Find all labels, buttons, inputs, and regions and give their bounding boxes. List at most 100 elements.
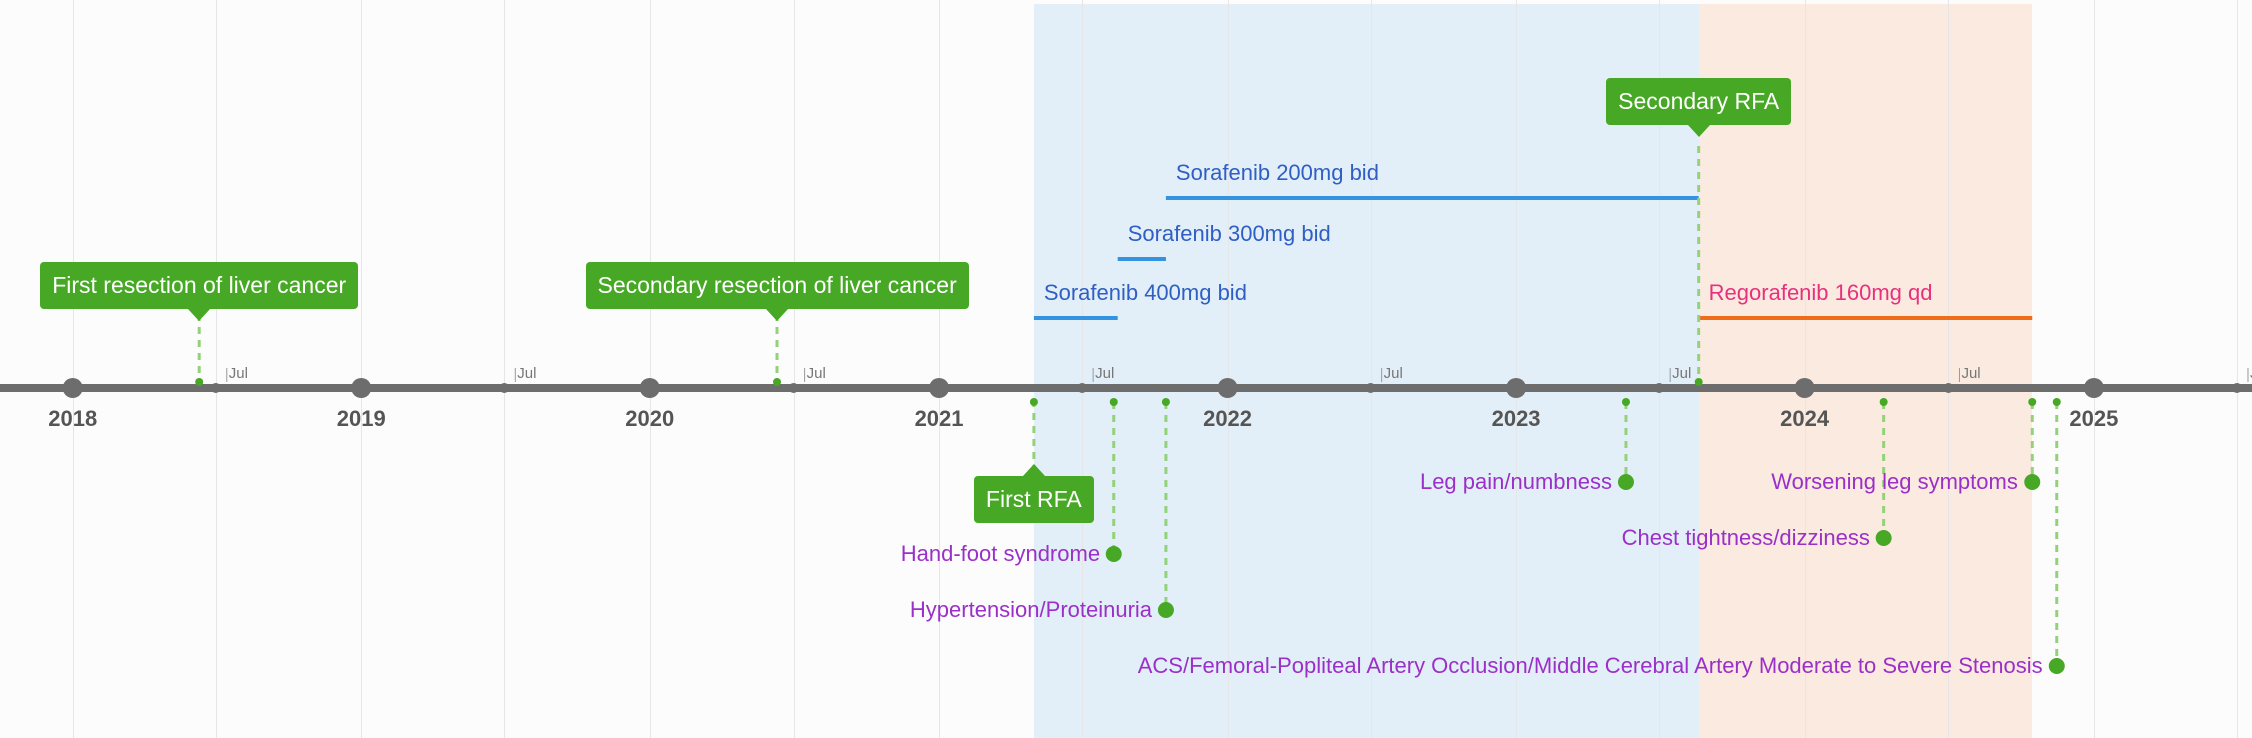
treatment-label: Sorafenib 200mg bid [1175, 160, 1379, 185]
month-tick [334, 385, 339, 391]
month-tick [22, 385, 27, 391]
milestone-box: Secondary RFA [1606, 78, 1792, 137]
treatment-label: Sorafenib 300mg bid [1127, 221, 1331, 246]
milestone-dot [1029, 398, 1038, 406]
mid-year-marker [1365, 383, 1376, 393]
mid-year-label: Jul [1095, 365, 1115, 382]
month-tick [694, 385, 700, 391]
gridline [793, 0, 795, 738]
year-label: 2024 [1780, 406, 1830, 431]
mid-year-marker [210, 383, 221, 393]
month-tick [2138, 385, 2143, 391]
month-tick [1705, 385, 1711, 391]
mid-year-label: Jul [1961, 365, 1981, 382]
milestone-dot [1694, 378, 1703, 386]
milestone-box: Secondary resection of liver cancer [585, 262, 969, 321]
month-tick [286, 385, 291, 391]
month-tick [1007, 385, 1013, 391]
gridline [1370, 0, 1372, 738]
year-label: 2025 [2069, 406, 2119, 431]
year-label: 2020 [625, 406, 675, 431]
month-tick [526, 385, 532, 391]
month-tick [310, 385, 316, 391]
gridline [1659, 0, 1661, 738]
month-tick [1538, 385, 1543, 391]
month-tick [1849, 385, 1855, 391]
period-band [1698, 4, 2033, 738]
year-label: 2019 [336, 406, 386, 431]
month-tick [478, 385, 483, 391]
year-marker [639, 378, 660, 398]
mid-year-label: Jul [1672, 365, 1692, 382]
month-tick [1754, 385, 1759, 391]
month-tick [743, 385, 748, 391]
gridline [2093, 0, 2095, 738]
month-tick [1200, 385, 1206, 391]
month-tick [1465, 385, 1471, 391]
month-tick [1417, 385, 1422, 391]
month-tick [864, 385, 869, 391]
month-tick [2162, 385, 2168, 391]
month-tick [1898, 385, 1903, 391]
month-tick [1272, 385, 1277, 391]
mid-year-label: Jul [2250, 366, 2252, 381]
month-tick [983, 385, 988, 391]
mid-year-marker [1943, 383, 1954, 393]
month-tick [238, 385, 243, 391]
month-tick [383, 385, 388, 391]
month-tick [767, 385, 773, 391]
mid-year-marker [1077, 383, 1088, 393]
gridline [1082, 0, 1084, 738]
month-tick [551, 385, 556, 391]
mid-year-marker [2231, 383, 2242, 393]
month-tick [1056, 385, 1061, 391]
month-tick [95, 385, 100, 391]
month-tick [1152, 385, 1158, 391]
treatment-label: Sorafenib 400mg bid [1043, 280, 1247, 305]
gridline [361, 0, 363, 738]
mid-year-label: Jul [517, 365, 537, 382]
month-tick [2211, 385, 2216, 391]
month-tick [1031, 385, 1037, 391]
event-axis-dot [1879, 398, 1888, 406]
event-axis-dot [2052, 398, 2061, 406]
mid-year-marker [788, 383, 799, 393]
gridline [215, 0, 217, 738]
month-tick [888, 385, 894, 391]
event-axis-dot [1621, 398, 1630, 406]
event-dot [1157, 602, 1174, 618]
month-tick [189, 385, 195, 391]
mid-year-label: Jul [228, 365, 248, 382]
month-tick [117, 385, 122, 391]
month-tick [815, 385, 821, 391]
mid-year-label: Jul [1383, 365, 1403, 382]
event-label: Hypertension/Proteinuria [909, 597, 1153, 622]
month-tick [1128, 385, 1134, 391]
month-tick [165, 385, 170, 391]
month-tick [1560, 385, 1565, 391]
event-dot [1875, 530, 1892, 546]
month-tick [599, 385, 604, 391]
event-dot [2048, 658, 2065, 674]
treatment-label: Regorafenib 160mg qd [1708, 280, 1933, 305]
month-tick [912, 385, 917, 391]
month-tick [141, 385, 147, 391]
event-axis-dot [2028, 398, 2037, 406]
month-tick [1296, 385, 1301, 391]
gridline [2236, 0, 2238, 738]
month-tick [405, 385, 411, 391]
milestone-box: First resection of liver cancer [40, 262, 359, 321]
month-tick [1995, 385, 2000, 391]
event-dot [1617, 474, 1634, 490]
month-tick [1729, 385, 1735, 391]
year-marker [2083, 378, 2104, 398]
month-tick [1585, 385, 1590, 391]
month-tick [1344, 385, 1350, 391]
month-tick [1826, 385, 1832, 391]
event-label: Worsening leg symptoms [1771, 469, 2018, 494]
gridline [649, 0, 651, 738]
milestone-dot [773, 378, 782, 386]
